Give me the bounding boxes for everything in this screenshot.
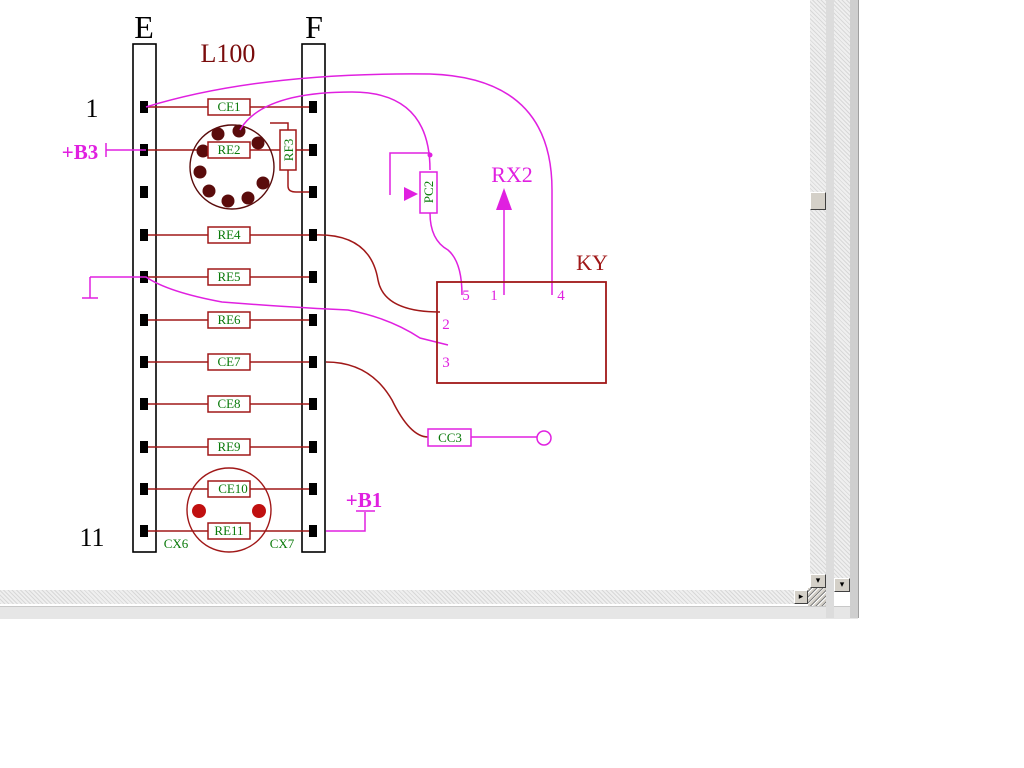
wire-row1-ky4 bbox=[145, 73, 553, 295]
ky-pin-3: 3 bbox=[442, 355, 450, 371]
label-ce7: CE7 bbox=[217, 354, 241, 369]
label-ce1: CE1 bbox=[217, 99, 240, 114]
outer-scroll-down-button[interactable]: ▾ bbox=[834, 578, 850, 592]
label-re9: RE9 bbox=[217, 439, 240, 454]
ky-module-label: KY bbox=[576, 250, 608, 275]
terminal-strip-f bbox=[301, 43, 326, 553]
label-cx7: CX7 bbox=[270, 536, 295, 551]
label-cx6: CX6 bbox=[164, 536, 189, 551]
scroll-right-button[interactable]: ▸ bbox=[794, 590, 808, 604]
wire-re4-ky2 bbox=[311, 234, 441, 313]
vertical-scrollbar-track[interactable] bbox=[810, 0, 826, 575]
re4-box bbox=[207, 226, 251, 244]
wire-ce7-cc3 bbox=[325, 361, 429, 438]
component-boxes bbox=[207, 98, 297, 540]
label-b3: +B3 bbox=[62, 140, 98, 164]
outer-window-border bbox=[850, 0, 859, 618]
ky-pin-labels: 5 1 4 2 3 bbox=[442, 288, 565, 371]
label-rf3: RF3 bbox=[281, 139, 296, 161]
magenta-wiring bbox=[82, 73, 553, 532]
label-ce8: CE8 bbox=[217, 396, 240, 411]
cc3-terminal-circle bbox=[536, 430, 552, 446]
ky-module-box bbox=[436, 281, 607, 384]
label-re2: RE2 bbox=[217, 142, 240, 157]
vertical-scroll-thumb[interactable] bbox=[810, 192, 826, 210]
wire-pc2-ky5 bbox=[429, 212, 463, 296]
rx2-output-arrow bbox=[496, 188, 512, 210]
ky-pin-1: 1 bbox=[490, 288, 498, 304]
label-re4: RE4 bbox=[217, 227, 241, 242]
strip-label-f: F bbox=[305, 9, 323, 45]
chevron-right-icon: ▸ bbox=[798, 592, 804, 602]
resize-grip[interactable] bbox=[808, 588, 828, 606]
row-label-first: 1 bbox=[86, 94, 99, 123]
pc2-box bbox=[419, 171, 438, 214]
wire-socket-pc2 bbox=[239, 91, 431, 171]
rf3-box bbox=[279, 129, 297, 171]
label-pc2: PC2 bbox=[421, 181, 436, 203]
ce1-box bbox=[207, 98, 251, 116]
wire-b1 bbox=[326, 512, 366, 532]
re5-box bbox=[207, 268, 251, 286]
chevron-down-icon: ▾ bbox=[815, 576, 821, 586]
label-rx2: RX2 bbox=[491, 162, 533, 187]
horizontal-scrollbar-track[interactable] bbox=[0, 590, 794, 604]
ce10-box bbox=[207, 480, 251, 498]
label-ce10: CE10 bbox=[218, 481, 248, 496]
label-cc3: CC3 bbox=[438, 430, 462, 445]
cc3-box bbox=[427, 428, 472, 447]
drawing-canvas[interactable]: E F L100 1 11 bbox=[0, 0, 859, 619]
schematic-diagram: E F L100 1 11 bbox=[62, 9, 608, 553]
strip-label-e: E bbox=[134, 9, 154, 45]
wire-re5-ky3 bbox=[90, 276, 449, 346]
socket-2pin-pin-right bbox=[252, 504, 266, 518]
wire-rf3-top bbox=[270, 122, 289, 130]
wire-pc2-loop bbox=[389, 152, 430, 195]
pc2-junction-dot bbox=[427, 152, 433, 158]
tube-socket-pins bbox=[193, 124, 270, 208]
ky-pin-5: 5 bbox=[462, 288, 470, 304]
ce8-box bbox=[207, 395, 251, 413]
label-b1: +B1 bbox=[346, 488, 382, 512]
ky-pin-4: 4 bbox=[557, 288, 565, 304]
pc2-wiper-arrow bbox=[404, 187, 418, 201]
row-label-last: 11 bbox=[79, 523, 104, 552]
label-re5: RE5 bbox=[217, 269, 240, 284]
status-bar-area bbox=[0, 606, 858, 619]
window-border bbox=[826, 0, 834, 618]
component-labels: CE1 RE2 RE4 RE5 RE6 CE7 CE8 RE9 CE10 RE1… bbox=[164, 99, 296, 551]
label-re6: RE6 bbox=[217, 312, 241, 327]
re9-box bbox=[207, 438, 251, 456]
block-label: L100 bbox=[201, 39, 256, 68]
socket-2pin-pin-left bbox=[192, 504, 206, 518]
re6-box bbox=[207, 311, 251, 329]
ky-pin-2: 2 bbox=[442, 317, 450, 333]
terminal-strip-e bbox=[132, 43, 157, 553]
re2-box bbox=[207, 141, 251, 159]
socket-2pin bbox=[186, 467, 272, 553]
tube-socket-9pin bbox=[189, 124, 275, 210]
ce7-box bbox=[207, 353, 251, 371]
label-re11: RE11 bbox=[214, 523, 243, 538]
outer-scrollbar-track[interactable] bbox=[834, 0, 850, 578]
wire-rf3-bottom bbox=[287, 170, 312, 193]
chevron-down-icon: ▾ bbox=[839, 580, 845, 590]
re11-box bbox=[207, 522, 251, 540]
scroll-down-button[interactable]: ▾ bbox=[810, 574, 826, 588]
